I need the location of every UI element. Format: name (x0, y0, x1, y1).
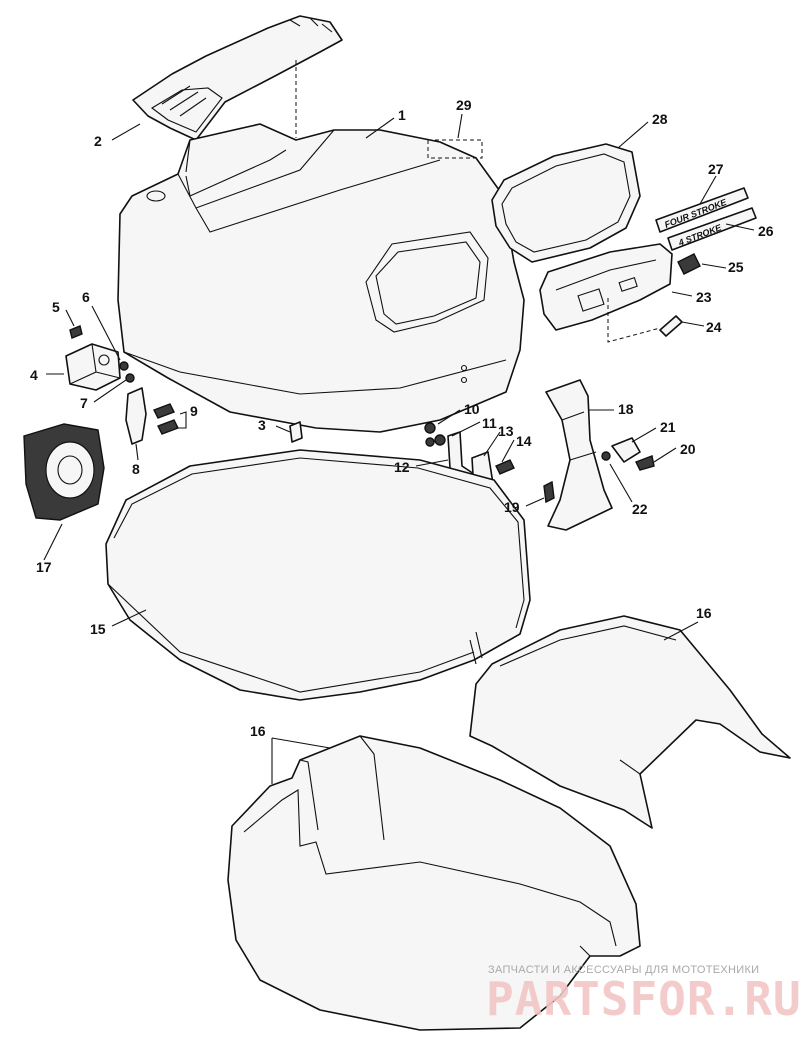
part-screw-9b (157, 419, 179, 435)
part-lower-cover-main (227, 735, 641, 1031)
part-screw-3 (289, 421, 303, 443)
callout-10: 10 (464, 401, 480, 417)
callout-19: 19 (504, 499, 520, 515)
assembly-line-panel (607, 298, 661, 343)
part-decal-placeholder (427, 139, 483, 159)
callout-21: 21 (660, 419, 676, 435)
callout-9: 9 (190, 403, 198, 419)
callout-6: 6 (82, 289, 90, 305)
part-latch (65, 343, 121, 391)
part-screw-9a (153, 403, 175, 419)
callout-24: 24 (706, 319, 722, 335)
callout-7: 7 (80, 395, 88, 411)
callout-2: 2 (94, 133, 102, 149)
callout-8: 8 (132, 461, 140, 477)
part-window-gasket (491, 143, 641, 263)
part-washer-22 (601, 451, 611, 461)
callout-25: 25 (728, 259, 744, 275)
part-bracket-8 (125, 387, 147, 445)
part-clip-21 (611, 437, 641, 463)
callout-14: 14 (516, 433, 532, 449)
callout-1: 1 (398, 107, 406, 123)
callout-15: 15 (90, 621, 106, 637)
part-bolt-14 (495, 459, 515, 475)
part-bolt-19 (543, 480, 555, 504)
part-support-bracket (545, 379, 613, 531)
callout-5: 5 (52, 299, 60, 315)
part-seal (105, 449, 531, 701)
callout-12: 12 (394, 459, 410, 475)
part-screw-5 (69, 325, 83, 339)
callout-20: 20 (680, 441, 696, 457)
callout-26: 26 (758, 223, 774, 239)
leader-lines (43, 113, 755, 784)
callout-4: 4 (30, 367, 38, 383)
callout-18: 18 (618, 401, 634, 417)
callout-28: 28 (652, 111, 668, 127)
callout-22: 22 (632, 501, 648, 517)
watermark-caption: ЗАПЧАСТИ И АКСЕССУАРЫ ДЛЯ МОТОТЕХНИКИ (488, 964, 760, 976)
callout-23: 23 (696, 289, 712, 305)
part-screw-20 (635, 455, 655, 471)
callout-3: 3 (258, 417, 266, 433)
callout-27: 27 (708, 161, 724, 177)
part-lower-cover-rear (469, 615, 791, 829)
part-panel-plate (539, 243, 673, 331)
callout-13: 13 (498, 423, 514, 439)
part-intake-cover (132, 15, 343, 141)
part-washer-6 (119, 361, 129, 371)
part-filter-grille (23, 423, 105, 521)
part-plug (677, 253, 701, 275)
callout-16-upper: 16 (696, 605, 712, 621)
part-nut-7 (125, 373, 135, 383)
callout-11: 11 (482, 415, 497, 431)
watermark-brand: PARTSFOR.RU (486, 972, 800, 1026)
callout-labels: 1 2 3 4 5 6 7 8 9 10 11 12 13 14 15 16 1… (30, 97, 774, 739)
callout-16-lower: 16 (250, 723, 266, 739)
callout-29: 29 (456, 97, 472, 113)
part-hardware-10-11 (424, 422, 446, 447)
part-screw-24 (659, 315, 683, 337)
part-top-cowl (117, 123, 525, 433)
callout-17: 17 (36, 559, 52, 575)
